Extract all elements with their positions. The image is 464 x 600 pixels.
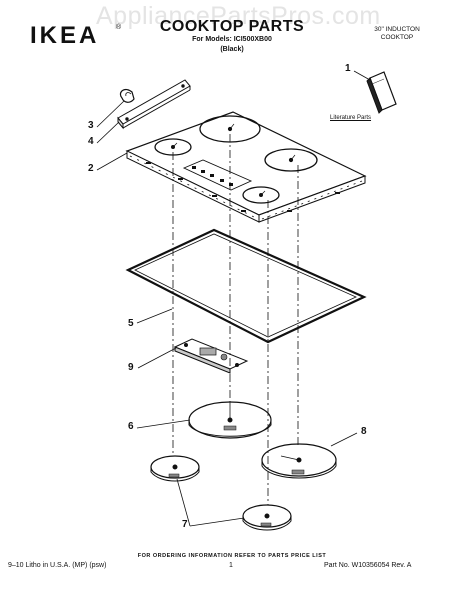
gasket [125, 228, 367, 344]
mounting-bracket [117, 79, 191, 130]
callout-1: 1 [345, 63, 351, 74]
leader-lines [96, 70, 371, 527]
product-line-2: COOKTOP [380, 34, 414, 41]
glass-burner-right [264, 148, 318, 172]
callout-3: 3 [88, 120, 94, 131]
induction-element-right [261, 443, 337, 479]
induction-element-large [188, 401, 272, 439]
callout-5: 5 [128, 318, 134, 329]
callout-6: 6 [128, 421, 134, 432]
watermark: AppliancePartsPros.com [96, 2, 381, 30]
callout-9: 9 [128, 362, 134, 373]
litho-note: 9–10 Litho in U.S.A. (MP) (psw) [8, 562, 107, 569]
alignment-lines [172, 134, 299, 505]
part-number: Part No. W10356054 Rev. A [324, 562, 412, 569]
induction-element-small-right [242, 504, 292, 531]
callout-4: 4 [88, 136, 94, 147]
induction-element-small-left [150, 455, 200, 482]
model-color: (Black) [220, 46, 244, 53]
ikea-logo: IKEA [30, 22, 100, 49]
cooktop-glass [125, 111, 367, 223]
registered-mark: ® [116, 24, 122, 31]
control-panel [182, 159, 253, 191]
literature-booklet [366, 71, 397, 114]
callout-7: 7 [182, 519, 188, 530]
callout-2: 2 [88, 163, 94, 174]
control-board [173, 338, 249, 374]
callout-8: 8 [361, 426, 367, 437]
product-description: 30" INDUCTON COOKTOP [360, 26, 434, 42]
model-number: For Models: ICI500XB00 [192, 36, 272, 43]
page-title: COOKTOP PARTS [159, 18, 305, 35]
glass-burner-front [242, 186, 280, 204]
literature-parts-label: Literature Parts [330, 115, 372, 121]
ordering-note: FOR ORDERING INFORMATION REFER TO PARTS … [137, 553, 327, 559]
product-line-1: 30" INDUCTON [374, 26, 420, 33]
page-number: 1 [229, 562, 233, 569]
bracket-clip [119, 88, 135, 103]
